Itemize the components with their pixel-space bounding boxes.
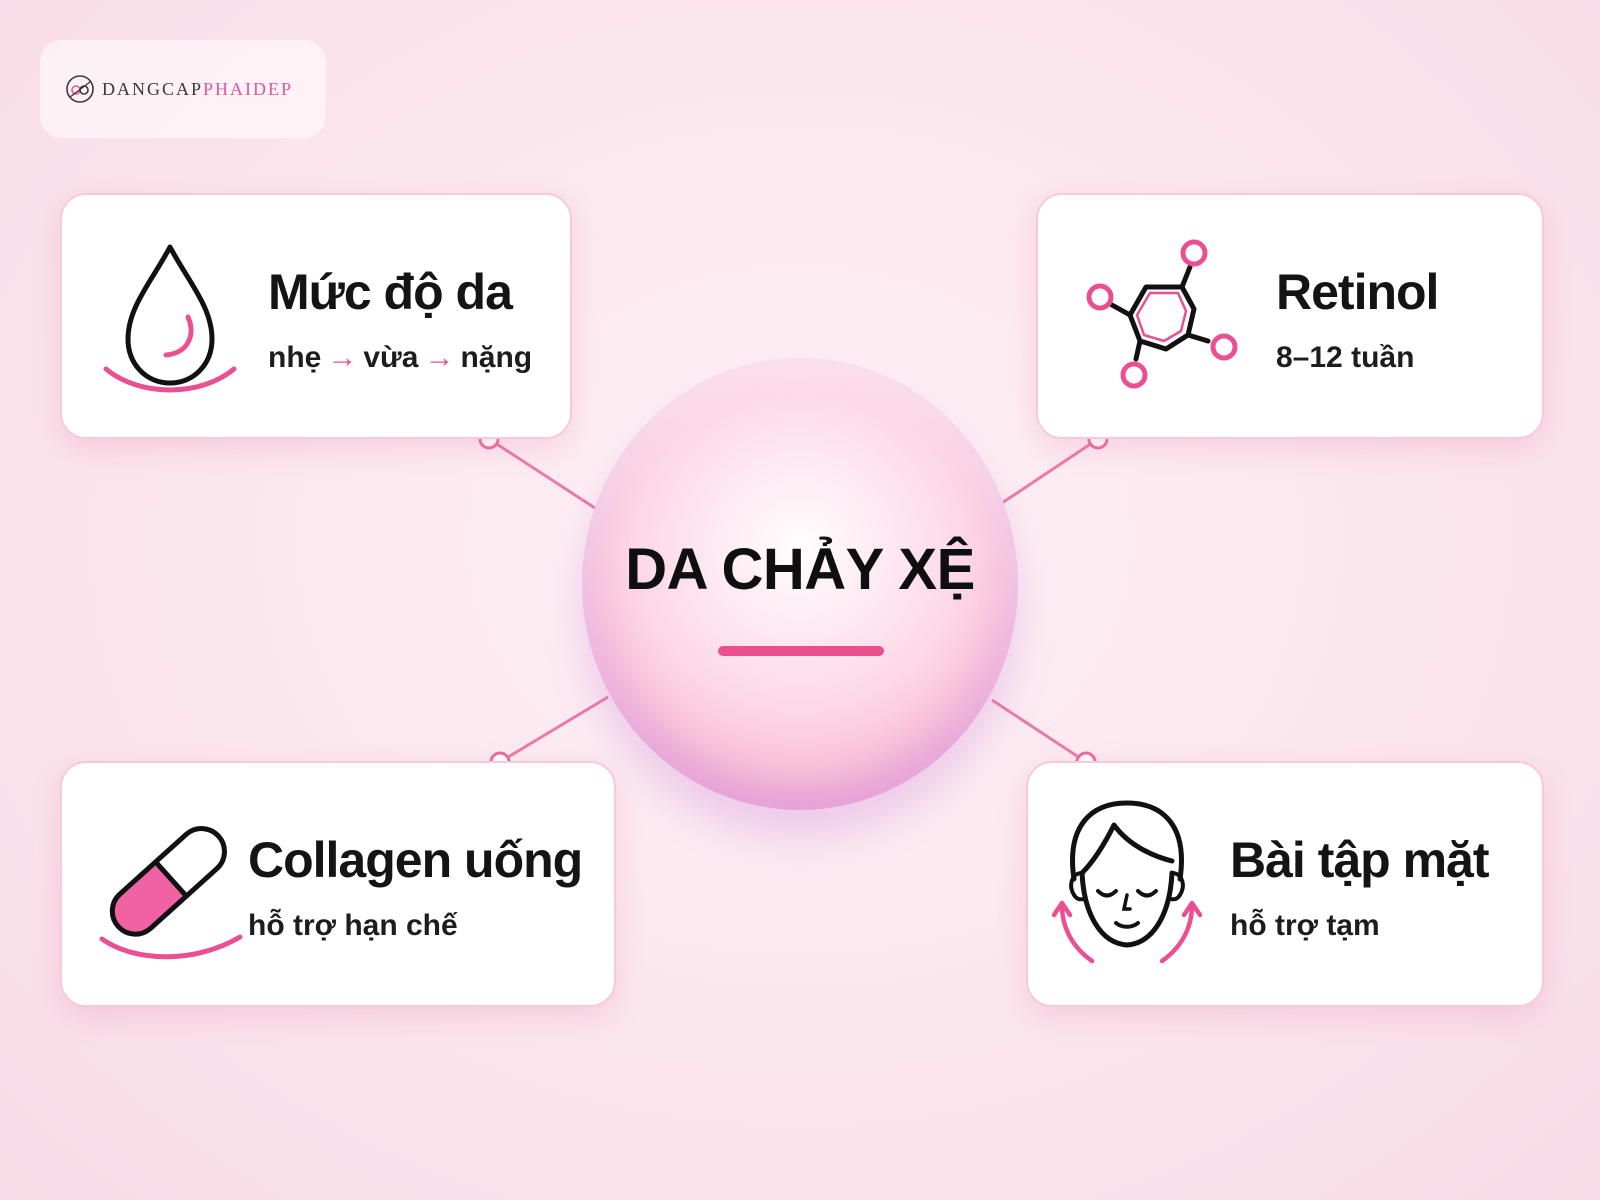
brand-logo: DANGCAPPHAIDEP xyxy=(40,40,326,138)
connector-severity xyxy=(488,437,599,512)
card-exercise-title: Bài tập mặt xyxy=(1230,832,1490,888)
card-retinol: Retinol 8–12 tuần xyxy=(1036,193,1544,439)
connector-retinol xyxy=(1001,437,1099,505)
card-collagen-title: Collagen uống xyxy=(248,832,583,888)
connector-exercise xyxy=(991,698,1087,764)
severity-step-mild: nhẹ xyxy=(268,341,322,374)
molecule-icon xyxy=(1086,239,1238,389)
severity-step-severe: nặng xyxy=(460,341,533,374)
card-severity: Mức độ da nhẹ→vừa→nặng xyxy=(60,193,572,439)
card-severity-steps: nhẹ→vừa→nặng xyxy=(268,341,532,375)
card-severity-title: Mức độ da xyxy=(268,264,513,320)
card-exercise-subtitle: hỗ trợ tạm xyxy=(1230,909,1380,942)
severity-step-moderate: vừa xyxy=(363,341,419,374)
center-underline xyxy=(718,646,884,656)
card-retinol-subtitle: 8–12 tuần xyxy=(1276,341,1415,374)
connector-collagen xyxy=(499,695,609,764)
arrow-right-icon: → xyxy=(327,341,358,374)
water-drop-icon xyxy=(103,244,237,393)
center-title: DA CHẢY XỆ xyxy=(625,537,975,602)
card-collagen: Collagen uống hỗ trợ hạn chế xyxy=(60,761,616,1007)
card-collagen-subtitle: hỗ trợ hạn chế xyxy=(248,909,458,942)
brand-name: DANGCAPPHAIDEP xyxy=(102,78,294,99)
card-exercise: Bài tập mặt hỗ trợ tạm xyxy=(1026,761,1544,1007)
face-lift-icon xyxy=(1052,800,1202,964)
center-bubble: DA CHẢY XỆ xyxy=(582,358,1018,810)
arrow-right-icon: → xyxy=(424,341,455,374)
capsule-icon xyxy=(99,826,243,960)
brand-mark-icon xyxy=(66,75,94,103)
card-retinol-title: Retinol xyxy=(1276,264,1439,320)
